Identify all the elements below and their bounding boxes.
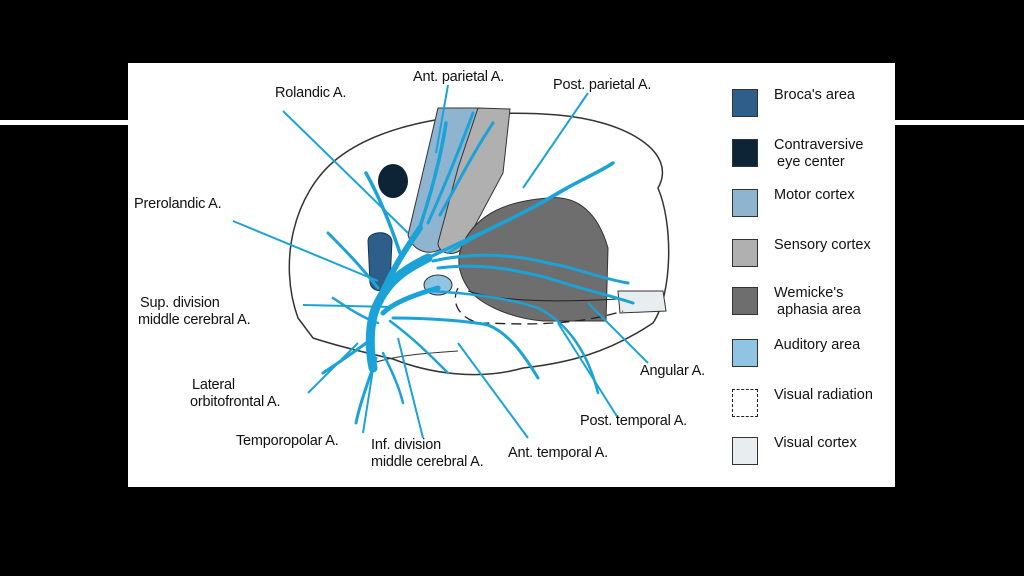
legend-item-brocas: Broca's area (728, 85, 898, 121)
legend-swatch-visual-radiation (732, 389, 758, 417)
legend-swatch-wernicke (732, 287, 758, 315)
temporal-boundary (372, 350, 459, 364)
label-inf-division-line1: Inf. division (371, 437, 441, 453)
legend-swatch-sensory (732, 239, 758, 267)
label-angular: Angular A. (640, 363, 705, 379)
legend-label-eye-center: Contraversive eye center (774, 137, 863, 171)
legend-item-motor: Motor cortex (728, 185, 898, 221)
sup-division-vessel (375, 225, 423, 306)
leader-lines (232, 84, 649, 439)
legend-item-wernicke: Wemicke's aphasia area (728, 283, 898, 319)
label-lateral-orbitofrontal-line1: Lateral (192, 377, 235, 393)
diagram-panel: Rolandic A. Ant. parietal A. Post. parie… (128, 63, 895, 487)
label-post-temporal: Post. temporal A. (580, 413, 688, 429)
legend-swatch-brocas (732, 89, 758, 117)
label-sup-division-line2: middle cerebral A. (138, 312, 251, 328)
label-prerolandic: Prerolandic A. (134, 196, 222, 212)
ant-temporal-vessel (388, 319, 450, 375)
legend-label-sensory: Sensory cortex (774, 237, 871, 253)
label-inf-division-line2: middle cerebral A. (371, 454, 484, 470)
legend-swatch-motor (732, 189, 758, 217)
legend-label-auditory: Auditory area (774, 337, 861, 353)
label-lateral-orbitofrontal: Lateral orbitofrontal A. (190, 377, 281, 411)
legend-label-brocas: Broca's area (774, 87, 855, 103)
legend-swatch-auditory (732, 339, 758, 367)
mca-branches (321, 111, 635, 425)
brain-diagram (232, 84, 670, 439)
visual-radiation (454, 287, 624, 325)
lateral-orbitofrontal-vessel (321, 336, 375, 375)
inf-division-vessel (380, 285, 441, 316)
legend-label-motor: Motor cortex (774, 187, 855, 203)
legend-item-visual-radiation: Visual radiation (728, 385, 898, 421)
label-rolandic: Rolandic A. (275, 85, 347, 101)
visual-cortex (617, 290, 667, 314)
legend-item-eye-center: Contraversive eye center (728, 135, 898, 171)
legend-label-wernicke-line2: aphasia area (777, 302, 861, 318)
legend-label-eye-center-line1: Contraversive (774, 137, 864, 153)
label-sup-division: Sup. division middle cerebral A. (138, 295, 251, 329)
legend-swatch-eye-center (732, 139, 758, 167)
label-ant-parietal: Ant. parietal A. (413, 69, 505, 85)
label-inf-division: Inf. division middle cerebral A. (371, 437, 484, 471)
legend-item-visual-cortex: Visual cortex (728, 433, 898, 469)
post-temporal-vessel (426, 289, 600, 395)
contraversive-eye-center (378, 164, 408, 198)
rolandic-vessel (416, 121, 448, 235)
label-lateral-orbitofrontal-line2: orbitofrontal A. (190, 394, 281, 410)
legend-item-auditory: Auditory area (728, 335, 898, 371)
legend-item-sensory: Sensory cortex (728, 235, 898, 271)
legend-swatch-visual-cortex (732, 437, 758, 465)
label-post-parietal: Post. parietal A. (553, 77, 652, 93)
legend-label-eye-center-line2: eye center (777, 154, 845, 170)
legend-label-visual-cortex: Visual cortex (774, 435, 857, 451)
angular-vessel (436, 264, 635, 305)
legend-label-wernicke-line1: Wemicke's (774, 285, 844, 301)
label-temporopolar: Temporopolar A. (236, 433, 339, 449)
label-ant-temporal: Ant. temporal A. (508, 445, 608, 461)
legend-label-visual-radiation: Visual radiation (774, 387, 873, 403)
visual-radiation-upper (467, 290, 619, 302)
label-sup-division-line1: Sup. division (140, 295, 220, 311)
legend-label-wernicke: Wemicke's aphasia area (774, 285, 861, 319)
